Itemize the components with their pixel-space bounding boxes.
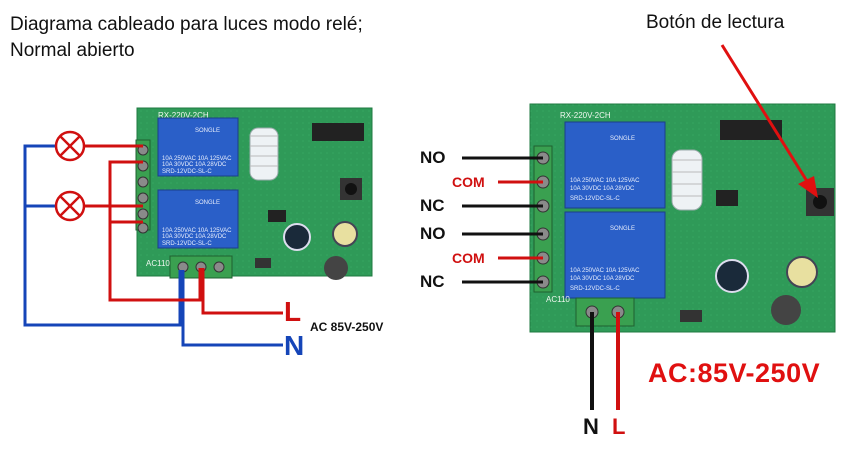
relay-model: SRD-12VDC-SL-C: [162, 169, 212, 175]
relay-model: SRD-12VDC-SL-C: [570, 196, 620, 202]
terminal-label: NC: [420, 272, 445, 291]
right-neutral-label: N: [583, 414, 599, 439]
relay-rating: 10A 250VAC 10A 125VAC: [570, 268, 640, 274]
left-relay-1: SONGLE 10A 250VAC 10A 125VAC 10A 30VDC 1…: [157, 117, 239, 177]
terminal-label: COM: [452, 250, 485, 266]
right-input-label: AC110: [546, 295, 570, 304]
left-inductor: [324, 256, 348, 280]
left-output-terminal-block: [135, 139, 151, 234]
right-board: RX-220V-2CH SONGLE 10A 250VAC 10A 125VAC…: [529, 103, 836, 333]
right-input-terminal-block: [575, 297, 635, 327]
title-line-1: Diagrama cableado para luces modo relé;: [10, 14, 363, 35]
terminal-label: COM: [452, 174, 485, 190]
right-relay-2: SONGLE 10A 250VAC 10A 125VAC 10A 30VDC 1…: [564, 211, 666, 299]
lamp-icon: [54, 130, 86, 162]
read-button-label: Botón de lectura: [646, 12, 785, 33]
left-module-chip: [312, 123, 364, 141]
relay-brand: SONGLE: [195, 128, 220, 134]
left-voltage-label: AC 85V-250V: [310, 320, 384, 334]
title-line-2: Normal abierto: [10, 40, 135, 61]
right-live-label: L: [612, 414, 626, 439]
relay-model: SRD-12VDC-SL-C: [162, 241, 212, 247]
relay-rating: 10A 30VDC 10A 28VDC: [162, 234, 227, 240]
relay-rating: 10A 250VAC 10A 125VAC: [162, 156, 232, 162]
relay-brand: SONGLE: [610, 136, 635, 142]
left-capacitor: [332, 221, 358, 247]
relay-rating: 10A 30VDC 10A 28VDC: [162, 162, 227, 168]
relay-rating: 10A 250VAC 10A 125VAC: [162, 228, 232, 234]
lamp-icon: [54, 190, 86, 222]
right-capacitor: [786, 256, 818, 288]
relay-model: SRD-12VDC-SL-C: [570, 286, 620, 292]
diagram-title: Diagrama cableado para luces modo relé; …: [10, 12, 363, 64]
relay-rating: 10A 30VDC 10A 28VDC: [570, 276, 635, 282]
right-capacitor: [715, 259, 749, 293]
right-inductor: [771, 295, 801, 325]
relay-brand: SONGLE: [610, 226, 635, 232]
left-board-model: RX-220V-2CH: [158, 111, 209, 120]
terminal-label: NC: [420, 196, 445, 215]
terminal-label: NO: [420, 148, 446, 167]
left-antenna-coil: [249, 127, 279, 181]
relay-brand: SONGLE: [195, 200, 220, 206]
right-output-terminal-block: [533, 145, 553, 293]
relay-rating: 10A 250VAC 10A 125VAC: [570, 178, 640, 184]
arrow-icon: [720, 44, 818, 198]
left-capacitor: [283, 223, 311, 251]
right-voltage-label: AC:85V-250V: [648, 358, 821, 388]
right-board-model: RX-220V-2CH: [560, 111, 611, 120]
terminal-label: NO: [420, 224, 446, 243]
right-relay-1: SONGLE 10A 250VAC 10A 125VAC 10A 30VDC 1…: [564, 121, 666, 209]
left-input-label: AC110: [146, 259, 170, 268]
left-wiring: [23, 144, 283, 347]
right-wiring: [462, 156, 620, 410]
right-module-chip: [720, 120, 782, 140]
left-relay-2: SONGLE 10A 250VAC 10A 125VAC 10A 30VDC 1…: [157, 189, 239, 249]
left-board: RX-220V-2CH SONGLE 10A 250VAC 10A 125VAC…: [135, 107, 373, 280]
right-antenna-coil: [671, 149, 703, 211]
left-live-label: L: [284, 296, 302, 327]
left-neutral-label: N: [284, 330, 305, 361]
relay-rating: 10A 30VDC 10A 28VDC: [570, 186, 635, 192]
